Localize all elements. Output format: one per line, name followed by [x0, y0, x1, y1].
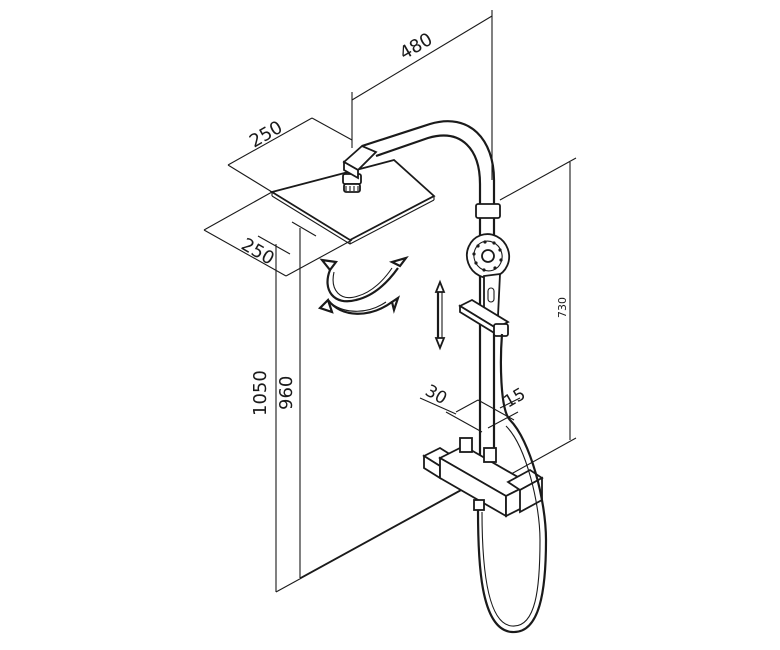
dim-head-depth: 250 — [238, 234, 278, 269]
slide-arrow-icon — [434, 279, 446, 351]
dim-arm-length: 480 — [396, 29, 436, 64]
dim-mixer-height: 960 — [276, 376, 297, 410]
dim-total-height: 1050 — [250, 370, 271, 416]
dim-pipe-spacing: 30 — [422, 381, 451, 409]
dimension-labels: 480 250 250 1050 960 730 30 15 — [238, 29, 570, 416]
hand-shower — [465, 233, 511, 322]
dimension-lines — [203, 10, 577, 593]
slide-holder — [458, 298, 510, 337]
riser-pipe — [342, 120, 501, 458]
dim-rail-height: 730 — [556, 297, 569, 318]
shower-hose — [476, 333, 548, 634]
swivel-arrows-icon — [317, 256, 409, 315]
nozzle-dots — [472, 240, 503, 272]
dim-head-width: 250 — [246, 117, 286, 152]
thermostatic-mixer — [422, 437, 544, 518]
